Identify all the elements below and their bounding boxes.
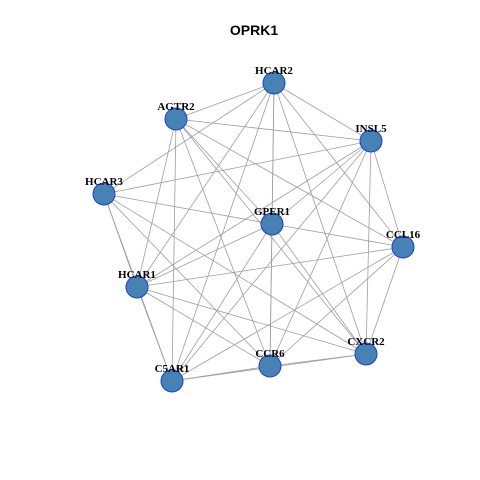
node-layer <box>92 71 415 393</box>
node-hcar3 <box>92 182 116 206</box>
edge-ccl16-cxcr2 <box>365 246 404 355</box>
edge-ccl16-ccr6 <box>269 246 404 367</box>
edge-gper1-ccr6 <box>269 223 273 367</box>
edge-agtr2-gper1 <box>175 118 273 225</box>
edge-insl5-cxcr2 <box>365 140 372 355</box>
edge-hcar3-gper1 <box>103 193 273 225</box>
edge-hcar1-ccr6 <box>136 286 271 367</box>
edge-ccl16-hcar1 <box>136 246 404 288</box>
edge-agtr2-ccl16 <box>175 118 404 248</box>
edge-hcar3-ccr6 <box>103 193 271 367</box>
node-label-gper1: GPER1 <box>254 206 290 218</box>
node-c5ar1 <box>160 369 184 393</box>
edge-hcar2-hcar3 <box>103 82 275 195</box>
node-label-ccl16: CCL16 <box>386 229 421 241</box>
node-label-hcar3: HCAR3 <box>85 176 123 188</box>
edge-gper1-ccl16 <box>271 223 404 248</box>
node-label-hcar1: HCAR1 <box>118 269 156 281</box>
edge-agtr2-ccr6 <box>175 118 271 367</box>
edge-hcar2-c5ar1 <box>171 82 275 382</box>
edge-agtr2-insl5 <box>175 118 372 142</box>
node-ccl16 <box>391 235 415 259</box>
edge-insl5-ccl16 <box>370 140 404 248</box>
edge-hcar2-ccl16 <box>273 82 404 248</box>
edge-insl5-gper1 <box>271 140 372 225</box>
label-layer: HCAR2AGTR2INSL5HCAR3GPER1CCL16HCAR1CXCR2… <box>85 65 421 375</box>
node-label-c5ar1: C5AR1 <box>155 363 190 375</box>
edge-hcar2-hcar1 <box>136 82 275 288</box>
edge-hcar1-c5ar1 <box>136 286 173 382</box>
node-insl5 <box>359 129 383 153</box>
edge-agtr2-c5ar1 <box>171 118 177 382</box>
edge-agtr2-cxcr2 <box>175 118 367 355</box>
edge-layer <box>103 82 404 382</box>
graph-title: OPRK1 <box>230 22 278 38</box>
node-label-agtr2: AGTR2 <box>157 101 195 113</box>
node-hcar2 <box>262 71 286 95</box>
edge-hcar2-cxcr2 <box>273 82 367 355</box>
node-label-cxcr2: CXCR2 <box>347 336 385 348</box>
node-ccr6 <box>258 354 282 378</box>
edge-hcar2-agtr2 <box>175 82 275 120</box>
edge-gper1-c5ar1 <box>171 223 273 382</box>
edge-insl5-hcar1 <box>136 140 372 288</box>
edge-insl5-ccr6 <box>269 140 372 367</box>
node-agtr2 <box>164 107 188 131</box>
edge-ccl16-c5ar1 <box>171 246 404 382</box>
node-label-hcar2: HCAR2 <box>255 65 293 77</box>
node-label-ccr6: CCR6 <box>255 348 285 360</box>
edge-hcar1-cxcr2 <box>136 286 367 355</box>
edge-hcar2-insl5 <box>273 82 372 142</box>
edge-hcar3-cxcr2 <box>103 193 367 355</box>
edge-insl5-hcar3 <box>103 140 372 195</box>
node-gper1 <box>260 212 284 236</box>
edge-gper1-cxcr2 <box>271 223 367 355</box>
node-cxcr2 <box>354 342 378 366</box>
node-hcar1 <box>125 275 149 299</box>
edge-ccr6-c5ar1 <box>171 365 271 382</box>
edge-gper1-hcar1 <box>136 223 273 288</box>
node-label-insl5: INSL5 <box>355 123 387 135</box>
